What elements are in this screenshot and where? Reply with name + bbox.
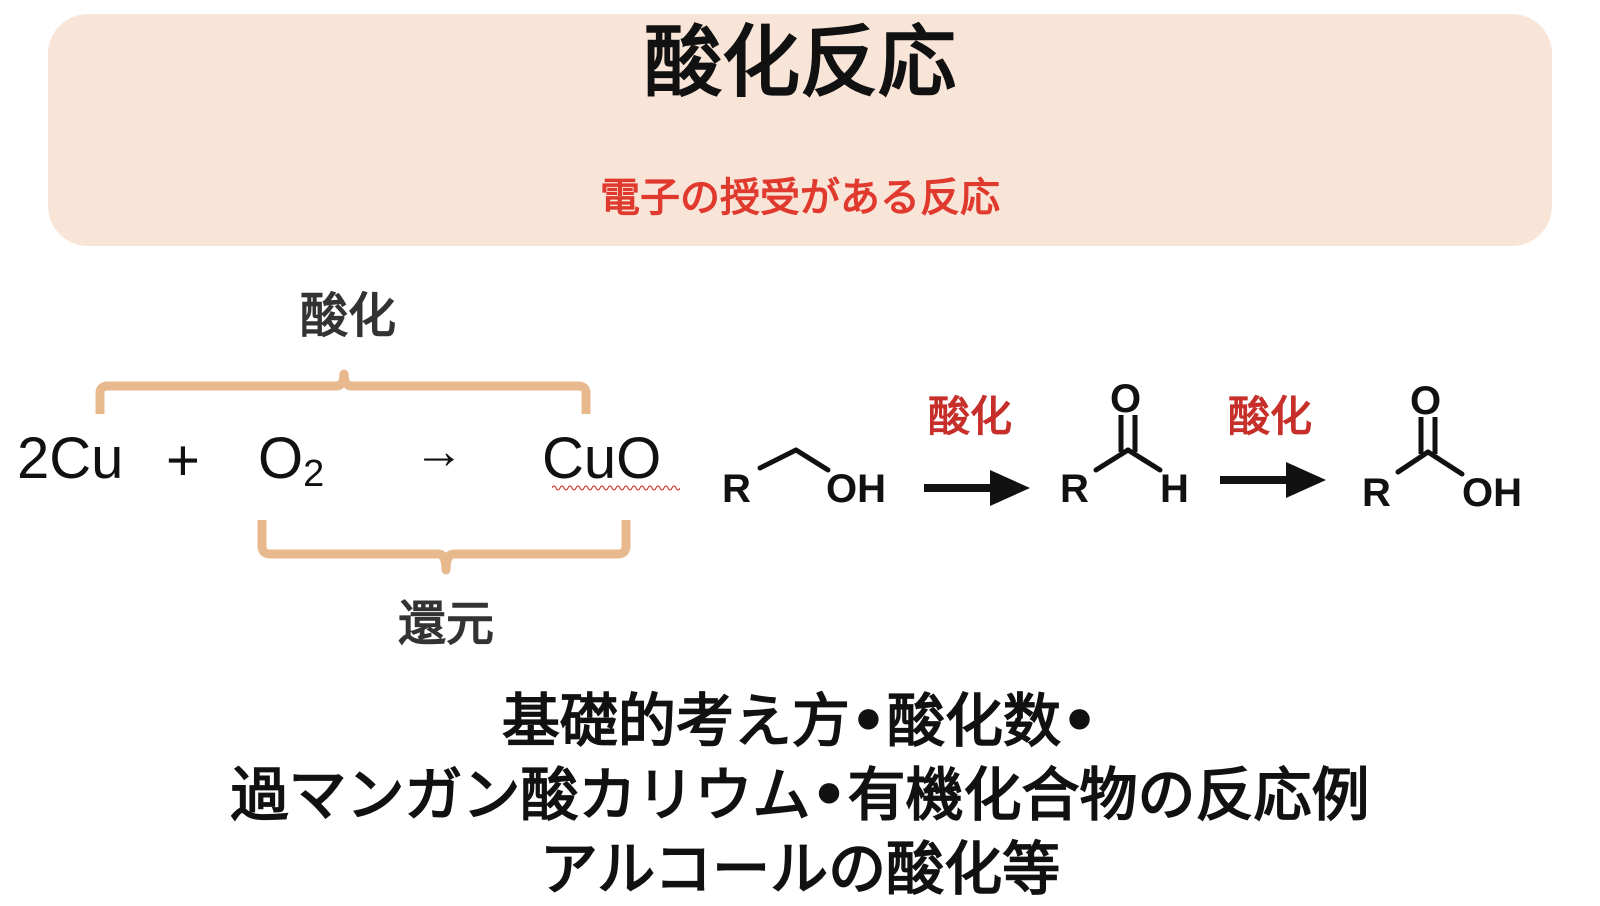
aldehyde-o-text: O — [1110, 377, 1141, 421]
reaction-arrow: → — [414, 423, 464, 479]
acid-structure: O R OH — [1362, 379, 1522, 515]
reaction-arrow-1 — [924, 470, 1030, 506]
reduction-bracket — [257, 520, 631, 575]
oxidation-bracket — [95, 369, 591, 414]
summary-line-2: 過マンガン酸カリウム•有機化合物の反応例 — [230, 761, 1370, 829]
plus-sign: + — [166, 428, 200, 493]
oxidation-label: 酸化 — [300, 288, 397, 344]
aldehyde-structure: O R H — [1060, 377, 1189, 511]
spellcheck-underline — [552, 485, 680, 491]
summary-line-1: 基礎的考え方•酸化数• — [501, 687, 1099, 755]
title-banner — [48, 14, 1552, 246]
reduction-label: 還元 — [398, 596, 495, 652]
summary-line-3: アルコールの酸化等 — [539, 835, 1061, 903]
page-title: 酸化反応 — [643, 18, 956, 108]
aldehyde-r-text: R — [1060, 467, 1089, 511]
step-label-oxidation-1: 酸化 — [928, 392, 1013, 441]
acid-oh-text: OH — [1462, 471, 1522, 515]
alcohol-structure: R OH — [722, 447, 886, 511]
aldehyde-h-text: H — [1160, 467, 1189, 511]
step-label-oxidation-2: 酸化 — [1228, 392, 1313, 441]
reactant-copper: 2Cu — [17, 426, 124, 491]
reactant-oxygen: O2 — [258, 426, 325, 495]
topic-summary: 基礎的考え方•酸化数• 過マンガン酸カリウム•有機化合物の反応例 アルコールの酸… — [0, 684, 1600, 906]
alcohol-r-text: R — [722, 467, 751, 511]
acid-r-text: R — [1362, 471, 1391, 515]
page-subtitle: 電子の授受がある反応 — [600, 175, 1000, 221]
alcohol-oh-text: OH — [826, 467, 886, 511]
product-copper-oxide: CuO — [542, 426, 662, 491]
acid-o-text: O — [1410, 379, 1441, 423]
reaction-arrow-2 — [1220, 462, 1326, 498]
